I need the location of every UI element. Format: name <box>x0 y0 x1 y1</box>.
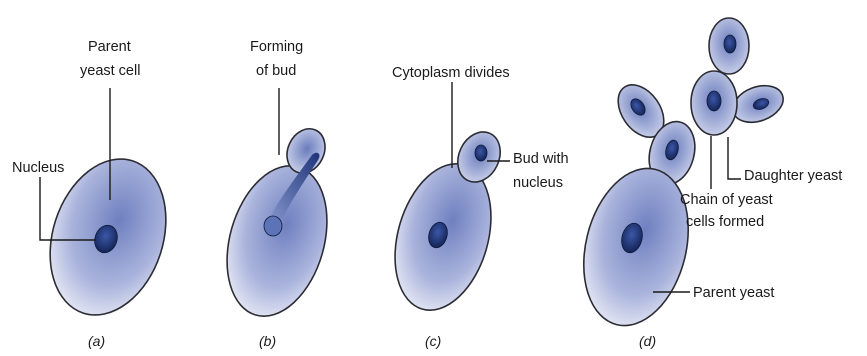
caption-d: (d) <box>639 333 656 349</box>
panel-b: Forming of bud (b) <box>211 39 344 349</box>
label-nucleus: Nucleus <box>12 160 64 176</box>
label-chain-of-yeast-cells-line2: cells formed <box>686 214 764 230</box>
label-daughter-yeast: Daughter yeast <box>744 168 842 184</box>
label-cytoplasm-divides: Cytoplasm divides <box>392 65 510 81</box>
bud-nucleus <box>475 145 487 161</box>
label-bud-with-nucleus: Bud with <box>513 151 569 167</box>
label-parent-yeast: Parent yeast <box>693 285 774 301</box>
label-parent-yeast-cell: Parent <box>88 39 131 55</box>
caption-c: (c) <box>425 333 441 349</box>
label-bud-with-nucleus-line2: nucleus <box>513 175 563 191</box>
panel-d: Daughter yeast Chain of yeast cells form… <box>568 18 842 349</box>
label-forming-of-bud: Forming <box>250 39 303 55</box>
label-forming-of-bud-line2: of bud <box>256 63 296 79</box>
caption-b: (b) <box>259 333 276 349</box>
leader-line-daughter <box>728 137 741 179</box>
caption-a: (a) <box>88 333 105 349</box>
daughter-cell-middle-nucleus <box>707 91 721 111</box>
panel-a: Parent yeast cell Nucleus (a) <box>12 39 185 349</box>
nucleus <box>264 216 282 236</box>
label-chain-of-yeast-cells: Chain of yeast <box>680 192 773 208</box>
panel-c: Cytoplasm divides Bud with nucleus (c) <box>379 65 569 349</box>
daughter-cell-top-nucleus <box>724 35 736 53</box>
label-parent-yeast-cell-line2: yeast cell <box>80 63 140 79</box>
parent-yeast-cell <box>211 154 344 328</box>
